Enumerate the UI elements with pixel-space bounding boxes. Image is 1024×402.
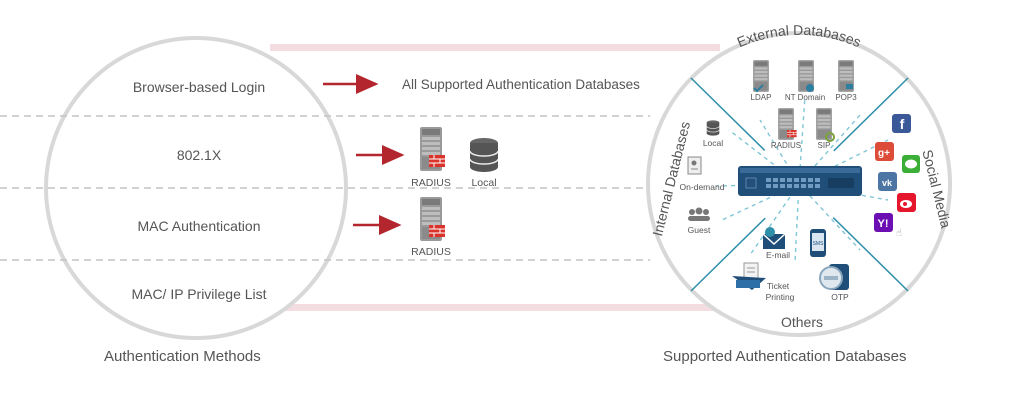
facebook-icon: f bbox=[892, 114, 911, 133]
google-plus-icon: g+ bbox=[875, 142, 894, 161]
mac-radius-label: RADIUS bbox=[411, 246, 451, 258]
radius-server-icon bbox=[420, 197, 446, 241]
methods-circle bbox=[0, 36, 650, 340]
authentication-methods-caption: Authentication Methods bbox=[104, 348, 261, 365]
vk-icon: vk bbox=[878, 172, 897, 191]
dot1x-radius-label: RADIUS bbox=[411, 177, 451, 189]
pop3-label: POP3 bbox=[835, 93, 857, 102]
radius-server-icon bbox=[420, 127, 446, 171]
local-database-icon bbox=[469, 137, 499, 173]
link-band-bottom bbox=[270, 304, 720, 311]
line-icon bbox=[902, 155, 920, 173]
internal-local-label: Local bbox=[703, 138, 723, 148]
ldap-label: LDAP bbox=[751, 93, 772, 102]
sip-server-icon bbox=[816, 108, 832, 140]
yahoo-icon: Y! bbox=[874, 213, 893, 232]
all-supported-label: All Supported Authentication Databases bbox=[402, 77, 640, 92]
weibo-icon bbox=[897, 193, 916, 212]
method-8021x: 802.1X bbox=[177, 147, 222, 163]
on-demand-ticket-icon bbox=[687, 156, 702, 175]
method-browser-login: Browser-based Login bbox=[133, 79, 265, 95]
sms-label: SMS bbox=[813, 241, 825, 247]
otp-token-icon bbox=[819, 264, 849, 290]
email-label: E-mail bbox=[766, 250, 790, 260]
svg-text:g+: g+ bbox=[878, 148, 890, 159]
local-database-icon bbox=[706, 120, 720, 136]
otp-label: OTP bbox=[831, 292, 849, 302]
cursor-icon: ☝ bbox=[896, 228, 902, 239]
email-icon bbox=[762, 227, 786, 249]
nt-domain-label: NT Domain bbox=[785, 93, 825, 102]
method-mac-ip-list: MAC/ IP Privilege List bbox=[131, 286, 266, 302]
supported-databases-caption: Supported Authentication Databases bbox=[663, 348, 907, 365]
svg-text:vk: vk bbox=[882, 178, 893, 188]
svg-text:f: f bbox=[900, 116, 905, 132]
method-mac-auth: MAC Authentication bbox=[138, 218, 261, 234]
svg-text:Y!: Y! bbox=[878, 218, 889, 230]
wheel-radius-label: RADIUS bbox=[771, 141, 801, 150]
guest-label: Guest bbox=[688, 225, 711, 235]
guest-users-icon bbox=[688, 207, 710, 221]
printing-label: Printing bbox=[766, 292, 795, 302]
ticket-label: Ticket bbox=[767, 281, 790, 291]
sip-label: SIP bbox=[818, 141, 831, 150]
on-demand-label: On-demand bbox=[680, 182, 725, 192]
ticket-printing-icon bbox=[732, 262, 766, 290]
sms-phone-icon: SMS bbox=[810, 229, 826, 257]
dot1x-local-label: Local bbox=[471, 177, 496, 189]
network-appliance-icon bbox=[738, 166, 862, 196]
others-title: Others bbox=[781, 314, 823, 330]
link-band-top bbox=[270, 44, 720, 51]
